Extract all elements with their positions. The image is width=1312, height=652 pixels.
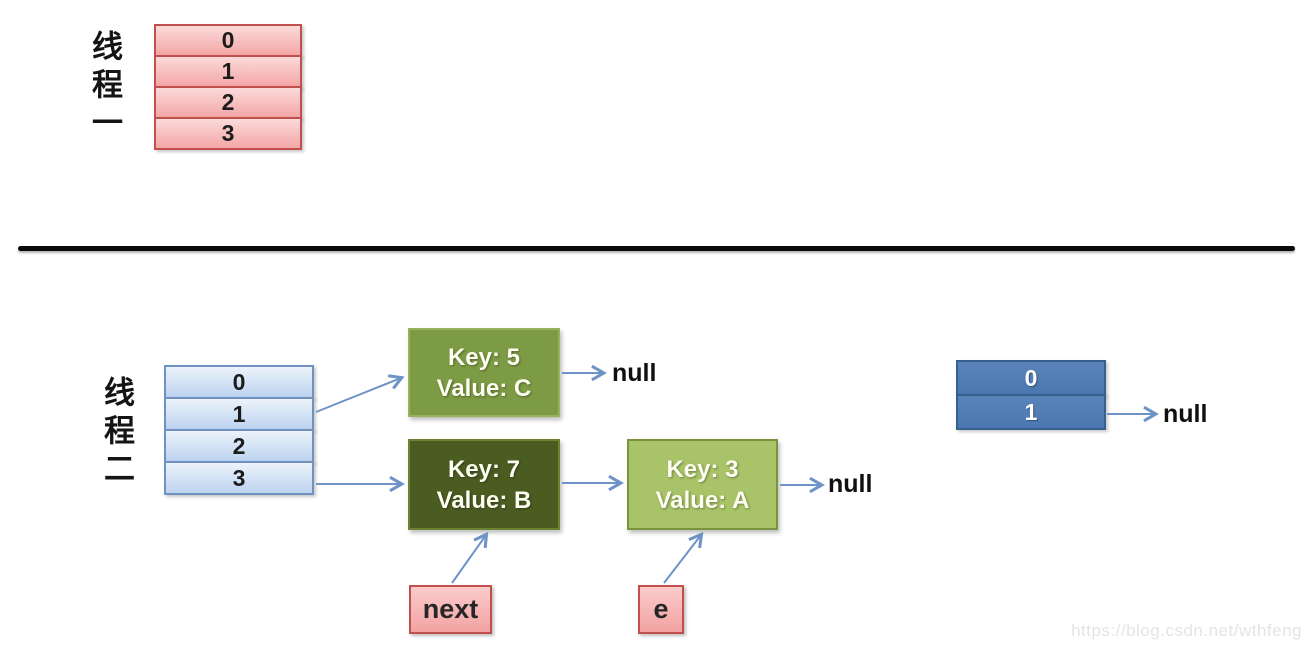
thread1-bucket-0: 0 [154, 24, 302, 57]
next-pointer-tag: next [409, 585, 492, 634]
thread2-bucket-3: 3 [164, 461, 314, 495]
e-pointer-tag: e [638, 585, 684, 634]
node-key-text: Key: 7 [447, 455, 521, 483]
thread2-bucket-2: 2 [164, 429, 314, 463]
resized-bucket-array: 0 1 [956, 360, 1106, 430]
node-key-text: Key: 3 [666, 455, 739, 483]
node-value-text: Value: A [655, 486, 750, 514]
thread2-bucket-0: 0 [164, 365, 314, 399]
resized-bucket-1: 1 [956, 394, 1106, 430]
thread2-label: 线程二 [99, 376, 134, 490]
section-divider-line [18, 246, 1295, 251]
resized-bucket-0: 0 [956, 360, 1106, 396]
thread1-bucket-array: 0 1 2 3 [154, 24, 302, 150]
node-value-text: Value: C [436, 374, 532, 402]
thread2-bucket-array: 0 1 2 3 [164, 365, 314, 495]
node-value-text: Value: B [436, 486, 532, 514]
node-key-text: Key: 5 [447, 343, 521, 371]
null-after-right-table: null [1163, 400, 1208, 428]
thread1-bucket-2: 2 [154, 86, 302, 119]
entry-node-key7-valueB: Key: 7 Value: B [408, 439, 560, 530]
thread1-bucket-1: 1 [154, 55, 302, 88]
arrow-next-to-node-b [451, 531, 489, 584]
null-after-node-c: null [612, 359, 657, 387]
thread1-bucket-3: 3 [154, 117, 302, 150]
thread2-bucket-1: 1 [164, 397, 314, 431]
thread1-label: 线程一 [87, 30, 122, 144]
entry-node-key3-valueA: Key: 3 Value: A [627, 439, 778, 530]
blog-watermark: https://blog.csdn.net/wthfeng [1071, 621, 1302, 640]
arrow-e-to-node-a [663, 531, 704, 584]
null-after-node-a: null [828, 470, 873, 498]
arrow-bucket1-to-node-c [315, 374, 405, 413]
entry-node-key5-valueC: Key: 5 Value: C [408, 328, 560, 417]
